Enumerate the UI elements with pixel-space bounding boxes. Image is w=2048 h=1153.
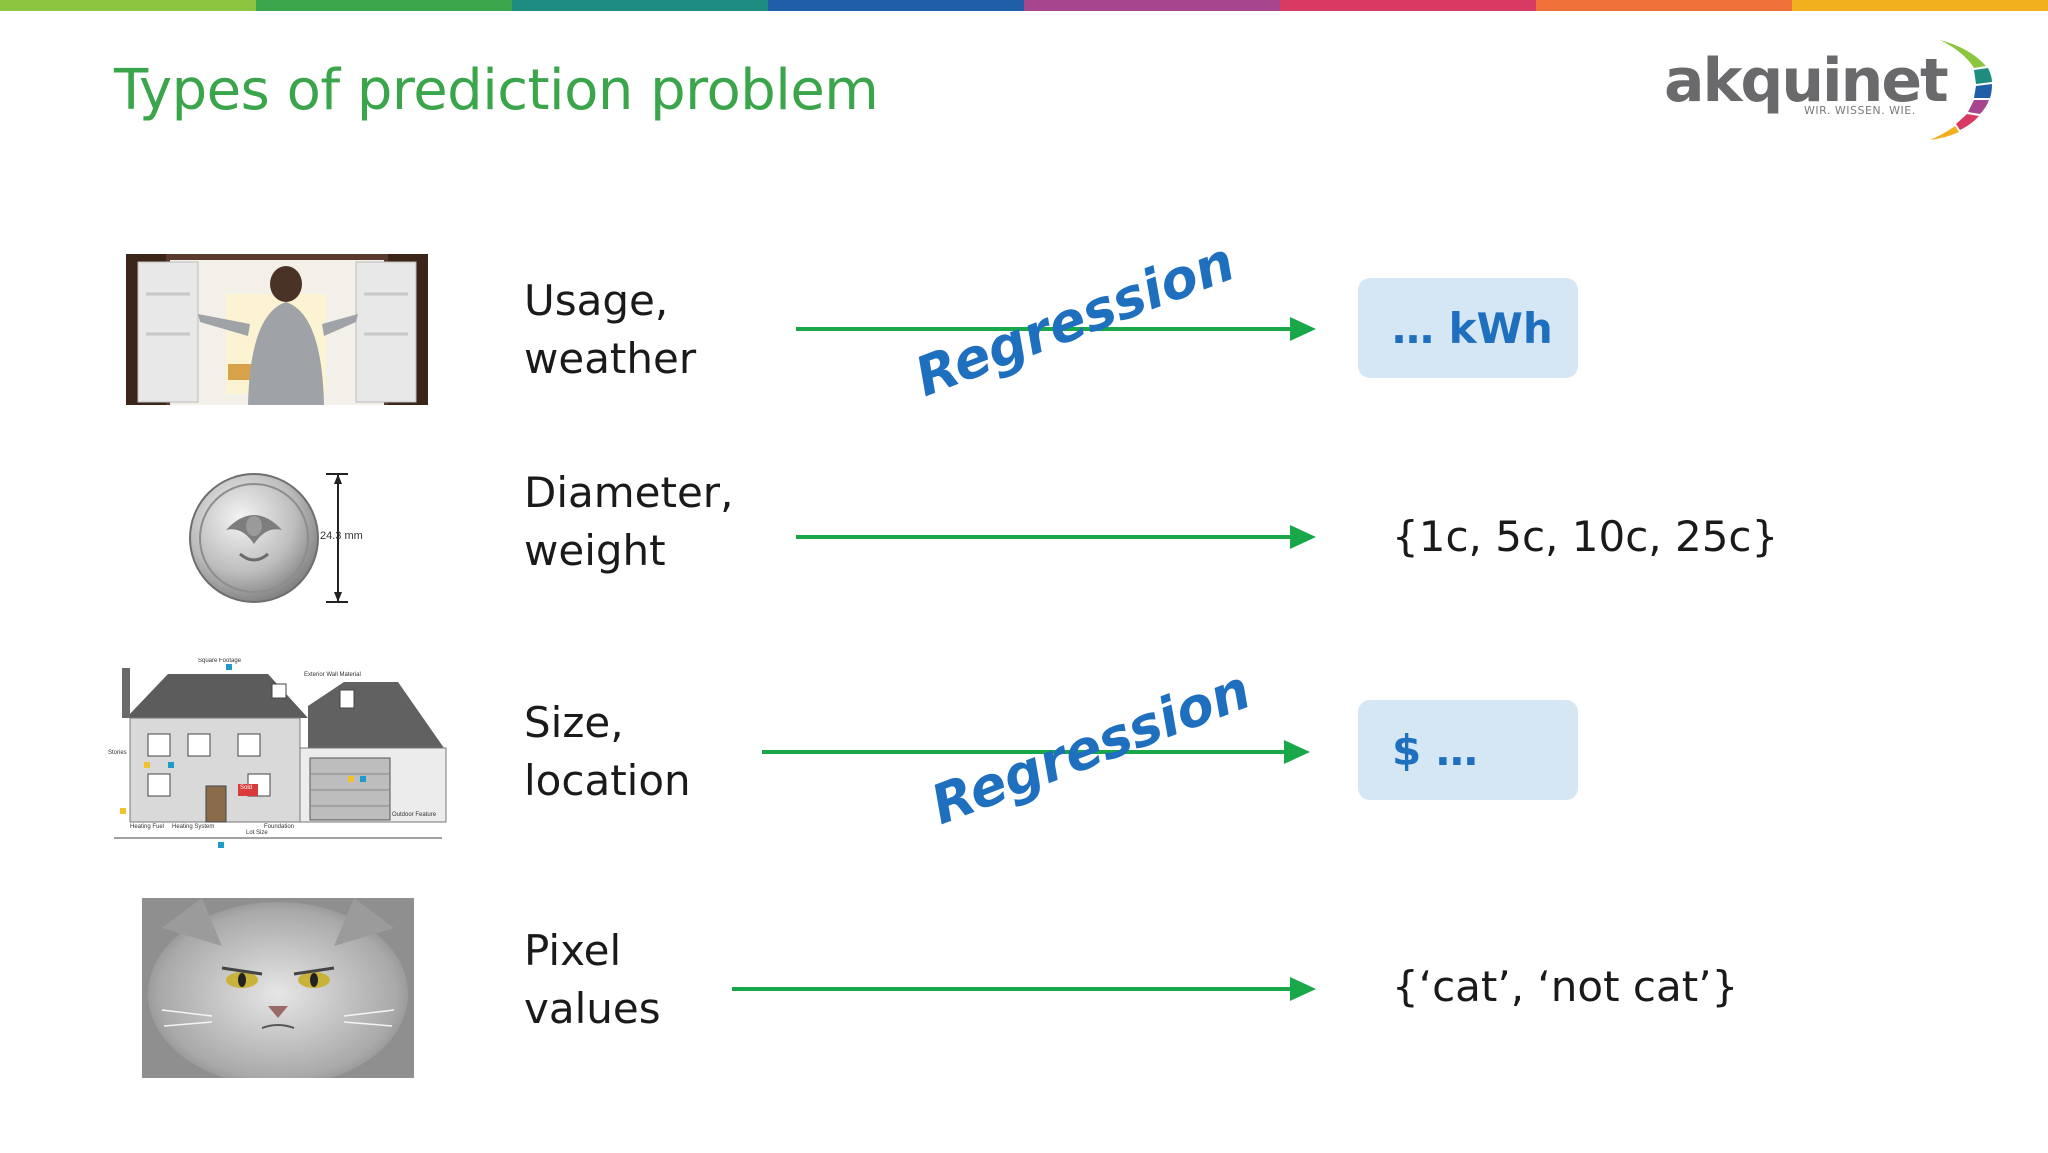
stripe-segment <box>0 0 256 11</box>
arrow-right-icon <box>762 740 1310 764</box>
slide-title: Types of prediction problem <box>114 58 879 123</box>
house-label-outdoor-feature: Outdoor Feature <box>392 812 437 818</box>
house-diagram: Square Footage Exterior Wall Material St… <box>108 658 448 848</box>
stripe-segment <box>1024 0 1280 11</box>
output-box-kwh: … kWh <box>1358 278 1578 378</box>
logo-wordmark: akquinet <box>1664 46 1949 116</box>
input-line-2: weight <box>524 526 666 575</box>
input-line-1: Diameter, <box>524 468 734 517</box>
stripe-segment <box>1280 0 1536 11</box>
top-color-stripe <box>0 0 2048 11</box>
input-line-2: location <box>524 756 691 805</box>
arrow-right-icon <box>796 525 1316 549</box>
output-box-price: $ … <box>1358 700 1578 800</box>
stripe-segment <box>1536 0 1792 11</box>
house-label-lot-size: Lot Size <box>246 830 268 836</box>
house-label-square-footage: Square Footage <box>198 658 242 664</box>
coin-photo: 24.3 mm <box>186 470 376 606</box>
input-line-1: Pixel <box>524 926 622 975</box>
logo-tagline: WIR. WISSEN. WIE. <box>1804 104 1916 117</box>
output-coin-classes: {1c, 5c, 10c, 25c} <box>1392 512 1779 561</box>
house-label-foundation: Foundation <box>264 824 295 830</box>
house-illustration <box>108 658 448 848</box>
cat-illustration <box>142 898 414 1078</box>
stripe-segment <box>1792 0 2048 11</box>
stripe-segment <box>512 0 768 11</box>
input-line-2: weather <box>524 334 697 383</box>
input-features-usage-weather: Usage, weather <box>524 272 696 388</box>
arrow-right-icon <box>796 317 1316 341</box>
house-label-exterior-wall: Exterior Wall Material <box>304 672 361 678</box>
input-line-2: values <box>524 984 661 1033</box>
akquinet-logo: akquinet WIR. WISSEN. WIE. <box>1660 38 2000 142</box>
input-features-diameter-weight: Diameter, weight <box>524 464 733 580</box>
output-value: $ … <box>1392 725 1478 775</box>
input-features-pixel-values: Pixel values <box>524 922 661 1038</box>
input-features-size-location: Size, location <box>524 694 691 810</box>
fridge-photo <box>126 254 428 405</box>
house-label-sold: Sold <box>240 785 253 791</box>
stripe-segment <box>256 0 512 11</box>
house-label-heating-fuel: Heating Fuel <box>130 824 165 830</box>
output-value: … kWh <box>1392 303 1553 353</box>
cat-photo <box>142 898 414 1078</box>
coin-diameter-caption: 24.3 mm <box>320 530 363 542</box>
arrow-right-icon <box>732 977 1316 1001</box>
stripe-segment <box>768 0 1024 11</box>
input-line-1: Usage, <box>524 276 669 325</box>
coin-illustration <box>189 473 348 603</box>
output-cat-classes: {‘cat’, ‘not cat’} <box>1392 962 1739 1011</box>
house-label-heating-system: Heating System <box>172 824 215 830</box>
logo-swoosh-icon <box>1930 40 1992 140</box>
fridge-illustration <box>126 254 428 405</box>
house-label-stories: Stories <box>108 750 127 756</box>
input-line-1: Size, <box>524 698 624 747</box>
